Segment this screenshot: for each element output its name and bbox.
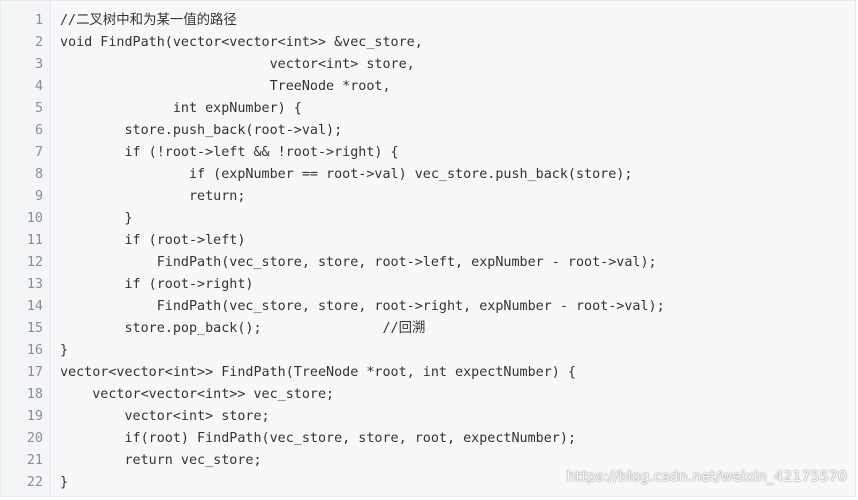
code-text: if (!root->left && !root->right) {: [60, 145, 399, 160]
line-number: 10: [26, 211, 43, 226]
line-number: 6: [34, 123, 43, 138]
code-text: return;: [60, 189, 246, 204]
code-text: }: [60, 211, 133, 226]
code-text: vector<int> store,: [60, 57, 415, 72]
line-number: 12: [26, 255, 43, 270]
line-number-gutter: [1, 1, 51, 496]
line-number: 22: [26, 475, 43, 490]
line-number: 11: [26, 233, 43, 248]
line-number: 19: [26, 409, 43, 424]
line-number: 20: [26, 431, 43, 446]
code-text: if (expNumber == root->val) vec_store.pu…: [60, 167, 633, 182]
line-number: 18: [26, 387, 43, 402]
code-line: 18 vector<vector<int>> vec_store;: [1, 384, 855, 406]
code-text: vector<vector<int>> FindPath(TreeNode *r…: [60, 365, 576, 380]
code-text: store.push_back(root->val);: [60, 123, 343, 138]
code-line: 22}: [1, 472, 855, 494]
code-line: 16}: [1, 340, 855, 362]
line-number: 9: [34, 189, 43, 204]
code-line: 6 store.push_back(root->val);: [1, 120, 855, 142]
line-number: 15: [26, 321, 43, 336]
code-text: vector<vector<int>> vec_store;: [60, 387, 335, 402]
line-number: 14: [26, 299, 43, 314]
code-line: 2 void FindPath(vector<vector<int>> &vec_…: [1, 32, 855, 54]
code-text: int expNumber) {: [60, 101, 302, 116]
code-line: 15 store.pop_back(); //回溯: [1, 318, 855, 340]
line-number: 3: [34, 57, 43, 72]
line-number: 7: [34, 145, 43, 160]
watermark: https://blog.csdn.net/weixin_42175570: [566, 469, 847, 485]
code-line: 11 if (root->left): [1, 230, 855, 252]
code-line: 5 int expNumber) {: [1, 98, 855, 120]
code-line: 20 if(root) FindPath(vec_store, store, r…: [1, 428, 855, 450]
code-line: 7 if (!root->left && !root->right) {: [1, 142, 855, 164]
code-text: }: [60, 475, 69, 490]
code-text: if (root->right): [60, 277, 254, 292]
code-text: }: [60, 343, 69, 358]
code-line: 13 if (root->right): [1, 274, 855, 296]
line-number: 1: [34, 13, 43, 28]
code-text: void FindPath(vector<vector<int>> &vec_s…: [60, 35, 423, 50]
code-line: 21 return vec_store;: [1, 450, 855, 472]
code-line: 12 FindPath(vec_store, store, root->left…: [1, 252, 855, 274]
code-text: if (root->left): [60, 233, 246, 248]
code-line: 4 TreeNode *root,: [1, 76, 855, 98]
code-text: FindPath(vec_store, store, root->left, e…: [60, 255, 657, 270]
code-line: 10 }: [1, 208, 855, 230]
line-number: 16: [26, 343, 43, 358]
code-lines: 1 //二叉树中和为某一值的路径 2 void FindPath(vector<ve…: [1, 10, 855, 494]
code-line: 17 vector<vector<int>> FindPath(TreeNode …: [1, 362, 855, 384]
line-number: 4: [34, 79, 43, 94]
line-number: 8: [34, 167, 43, 182]
line-number: 2: [34, 35, 43, 50]
code-line: 19 vector<int> store;: [1, 406, 855, 428]
line-number: 13: [26, 277, 43, 292]
line-number: 21: [26, 453, 43, 468]
code-text: store.pop_back(); //回溯: [60, 321, 426, 336]
code-text: vector<int> store;: [60, 409, 270, 424]
code-text: TreeNode *root,: [60, 79, 391, 94]
code-line: 9 return;: [1, 186, 855, 208]
code-line: 1 //二叉树中和为某一值的路径: [1, 10, 855, 32]
line-number: 5: [34, 101, 43, 116]
code-line: 14 FindPath(vec_store, store, root->righ…: [1, 296, 855, 318]
code-text: FindPath(vec_store, store, root->right, …: [60, 299, 665, 314]
line-number: 17: [26, 365, 43, 380]
code-line: 3 vector<int> store,: [1, 54, 855, 76]
code-text: //二叉树中和为某一值的路径: [60, 13, 237, 28]
code-text: if(root) FindPath(vec_store, store, root…: [60, 431, 576, 446]
code-line: 8 if (expNumber == root->val) vec_store.…: [1, 164, 855, 186]
code-text: return vec_store;: [60, 453, 262, 468]
